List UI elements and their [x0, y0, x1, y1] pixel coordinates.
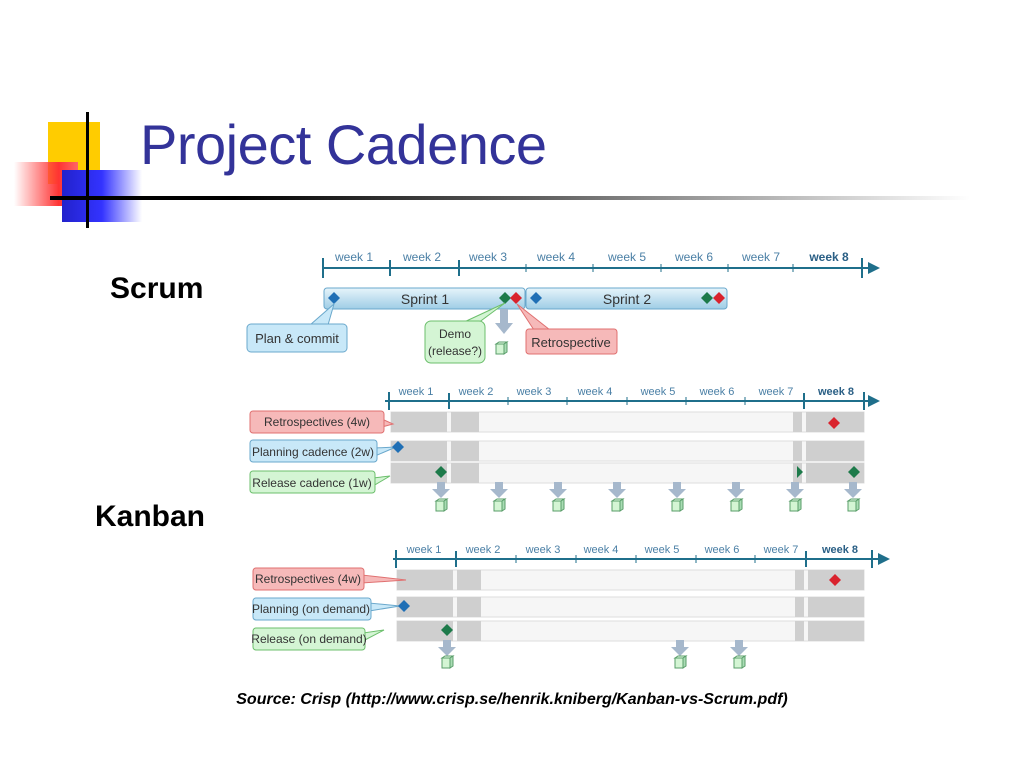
kanban2-week-1-label: week 1	[406, 544, 442, 556]
kanban2-row-labels: Retrospectives (4w) Planning (on demand)…	[251, 567, 407, 651]
kanban2-planning-diamond	[398, 600, 410, 612]
scrum-release-arrow	[495, 309, 513, 334]
title-underline	[50, 196, 970, 200]
scrum-label: Scrum	[110, 272, 204, 305]
sprint-1-retro-diamond	[510, 292, 522, 304]
decor-vertical-line	[86, 112, 89, 228]
scrum-week-8-label: week 8	[808, 250, 849, 264]
kanban2-week-6-label: week 6	[704, 544, 740, 556]
kanban2-row-2-label: Planning (on demand)	[252, 602, 370, 616]
package-icon	[610, 498, 625, 512]
kanban2-week-3-label: week 3	[525, 544, 561, 556]
sprint-2-plan-diamond	[530, 292, 542, 304]
demo-callout: Demo (release?)	[424, 302, 506, 364]
kanban1-week-6-label: week 6	[699, 386, 735, 398]
kanban2-week-labels: week 1 week 2 week 3 week 4 week 5 week …	[406, 544, 858, 556]
demo-text-line2: (release?)	[428, 344, 482, 358]
kanban1-row-2-label: Planning cadence (2w)	[252, 445, 374, 459]
sprint-1-demo-diamond	[499, 292, 511, 304]
sprint-1-label: Sprint 1	[401, 291, 449, 307]
kanban1-release-diamond-8	[848, 466, 860, 478]
kanban1-retro-diamond	[828, 417, 840, 429]
scrum-week-1-label: week 1	[334, 250, 373, 264]
scrum-week-6-label: week 6	[674, 250, 713, 264]
kanban1-rows	[390, 411, 865, 484]
scrum-week-labels: week 1 week 2 week 3 week 4 week 5 week …	[334, 250, 849, 264]
kanban2-retro-diamond	[829, 574, 841, 586]
kanban1-week-7-label: week 7	[758, 386, 794, 398]
package-icon	[729, 498, 744, 512]
package-icon	[673, 655, 688, 669]
package-icon	[788, 498, 803, 512]
retrospective-text: Retrospective	[531, 335, 610, 350]
kanban2-week-7-label: week 7	[763, 544, 799, 556]
kanban2-week-4-label: week 4	[583, 544, 619, 556]
kanban2-release-arrows	[438, 640, 748, 656]
sprint-2-bar	[525, 287, 728, 310]
demo-text-line1: Demo	[439, 327, 471, 341]
kanban1-week-3-label: week 3	[516, 386, 552, 398]
kanban2-release-packages	[440, 655, 747, 669]
package-icon	[492, 498, 507, 512]
kanban1-row-1-label: Retrospectives (4w)	[264, 415, 370, 429]
retrospective-callout: Retrospective	[516, 303, 618, 355]
kanban1-week-labels: week 1 week 2 week 3 week 4 week 5 week …	[398, 386, 854, 398]
kanban1-release-diamond-1	[435, 466, 447, 478]
kanban2-week-8-label: week 8	[821, 544, 858, 556]
package-icon	[440, 655, 455, 669]
slide-title: Project Cadence	[140, 113, 547, 176]
kanban1-timeline	[385, 392, 880, 410]
kanban1-week-1-label: week 1	[398, 386, 434, 398]
package-icon	[732, 655, 747, 669]
kanban1-row-labels: Retrospectives (4w) Planning cadence (2w…	[249, 410, 397, 494]
scrum-week-7-label: week 7	[741, 250, 780, 264]
kanban1-week-4-label: week 4	[577, 386, 613, 398]
kanban1-release-packages	[434, 498, 861, 512]
package-icon	[670, 498, 685, 512]
kanban1-row-3-label: Release cadence (1w)	[252, 476, 371, 490]
package-icon	[434, 498, 449, 512]
source-citation: Source: Crisp (http://www.crisp.se/henri…	[236, 691, 788, 708]
sprint-2-label: Sprint 2	[603, 291, 651, 307]
package-icon	[551, 498, 566, 512]
scrum-week-5-label: week 5	[607, 250, 646, 264]
scrum-release-package-icon	[494, 341, 509, 355]
sprint-1-bar	[323, 287, 526, 310]
kanban1-week-5-label: week 5	[640, 386, 676, 398]
scrum-week-3-label: week 3	[468, 250, 507, 264]
kanban2-timeline	[393, 550, 890, 568]
kanban-label: Kanban	[95, 500, 206, 533]
kanban1-release-marker-7	[797, 466, 803, 478]
scrum-timeline	[322, 258, 880, 278]
scrum-week-2-label: week 2	[402, 250, 441, 264]
scrum-week-4-label: week 4	[536, 250, 575, 264]
plan-commit-text: Plan & commit	[255, 331, 339, 346]
kanban1-release-arrows	[432, 482, 862, 498]
kanban2-rows	[396, 569, 865, 642]
kanban2-week-5-label: week 5	[644, 544, 680, 556]
kanban1-planning-diamond	[392, 441, 404, 453]
kanban1-week-8-label: week 8	[817, 386, 854, 398]
sprint-2-retro-diamond	[713, 292, 725, 304]
sprint-2-demo-diamond	[701, 292, 713, 304]
kanban2-row-3-label: Release (on demand)	[251, 632, 366, 646]
kanban2-release-diamond	[441, 624, 453, 636]
package-icon	[846, 498, 861, 512]
sprint-1-plan-diamond	[328, 292, 340, 304]
kanban2-row-1-label: Retrospectives (4w)	[255, 572, 361, 586]
kanban2-week-2-label: week 2	[465, 544, 501, 556]
plan-commit-callout: Plan & commit	[246, 302, 348, 353]
kanban1-week-2-label: week 2	[458, 386, 494, 398]
